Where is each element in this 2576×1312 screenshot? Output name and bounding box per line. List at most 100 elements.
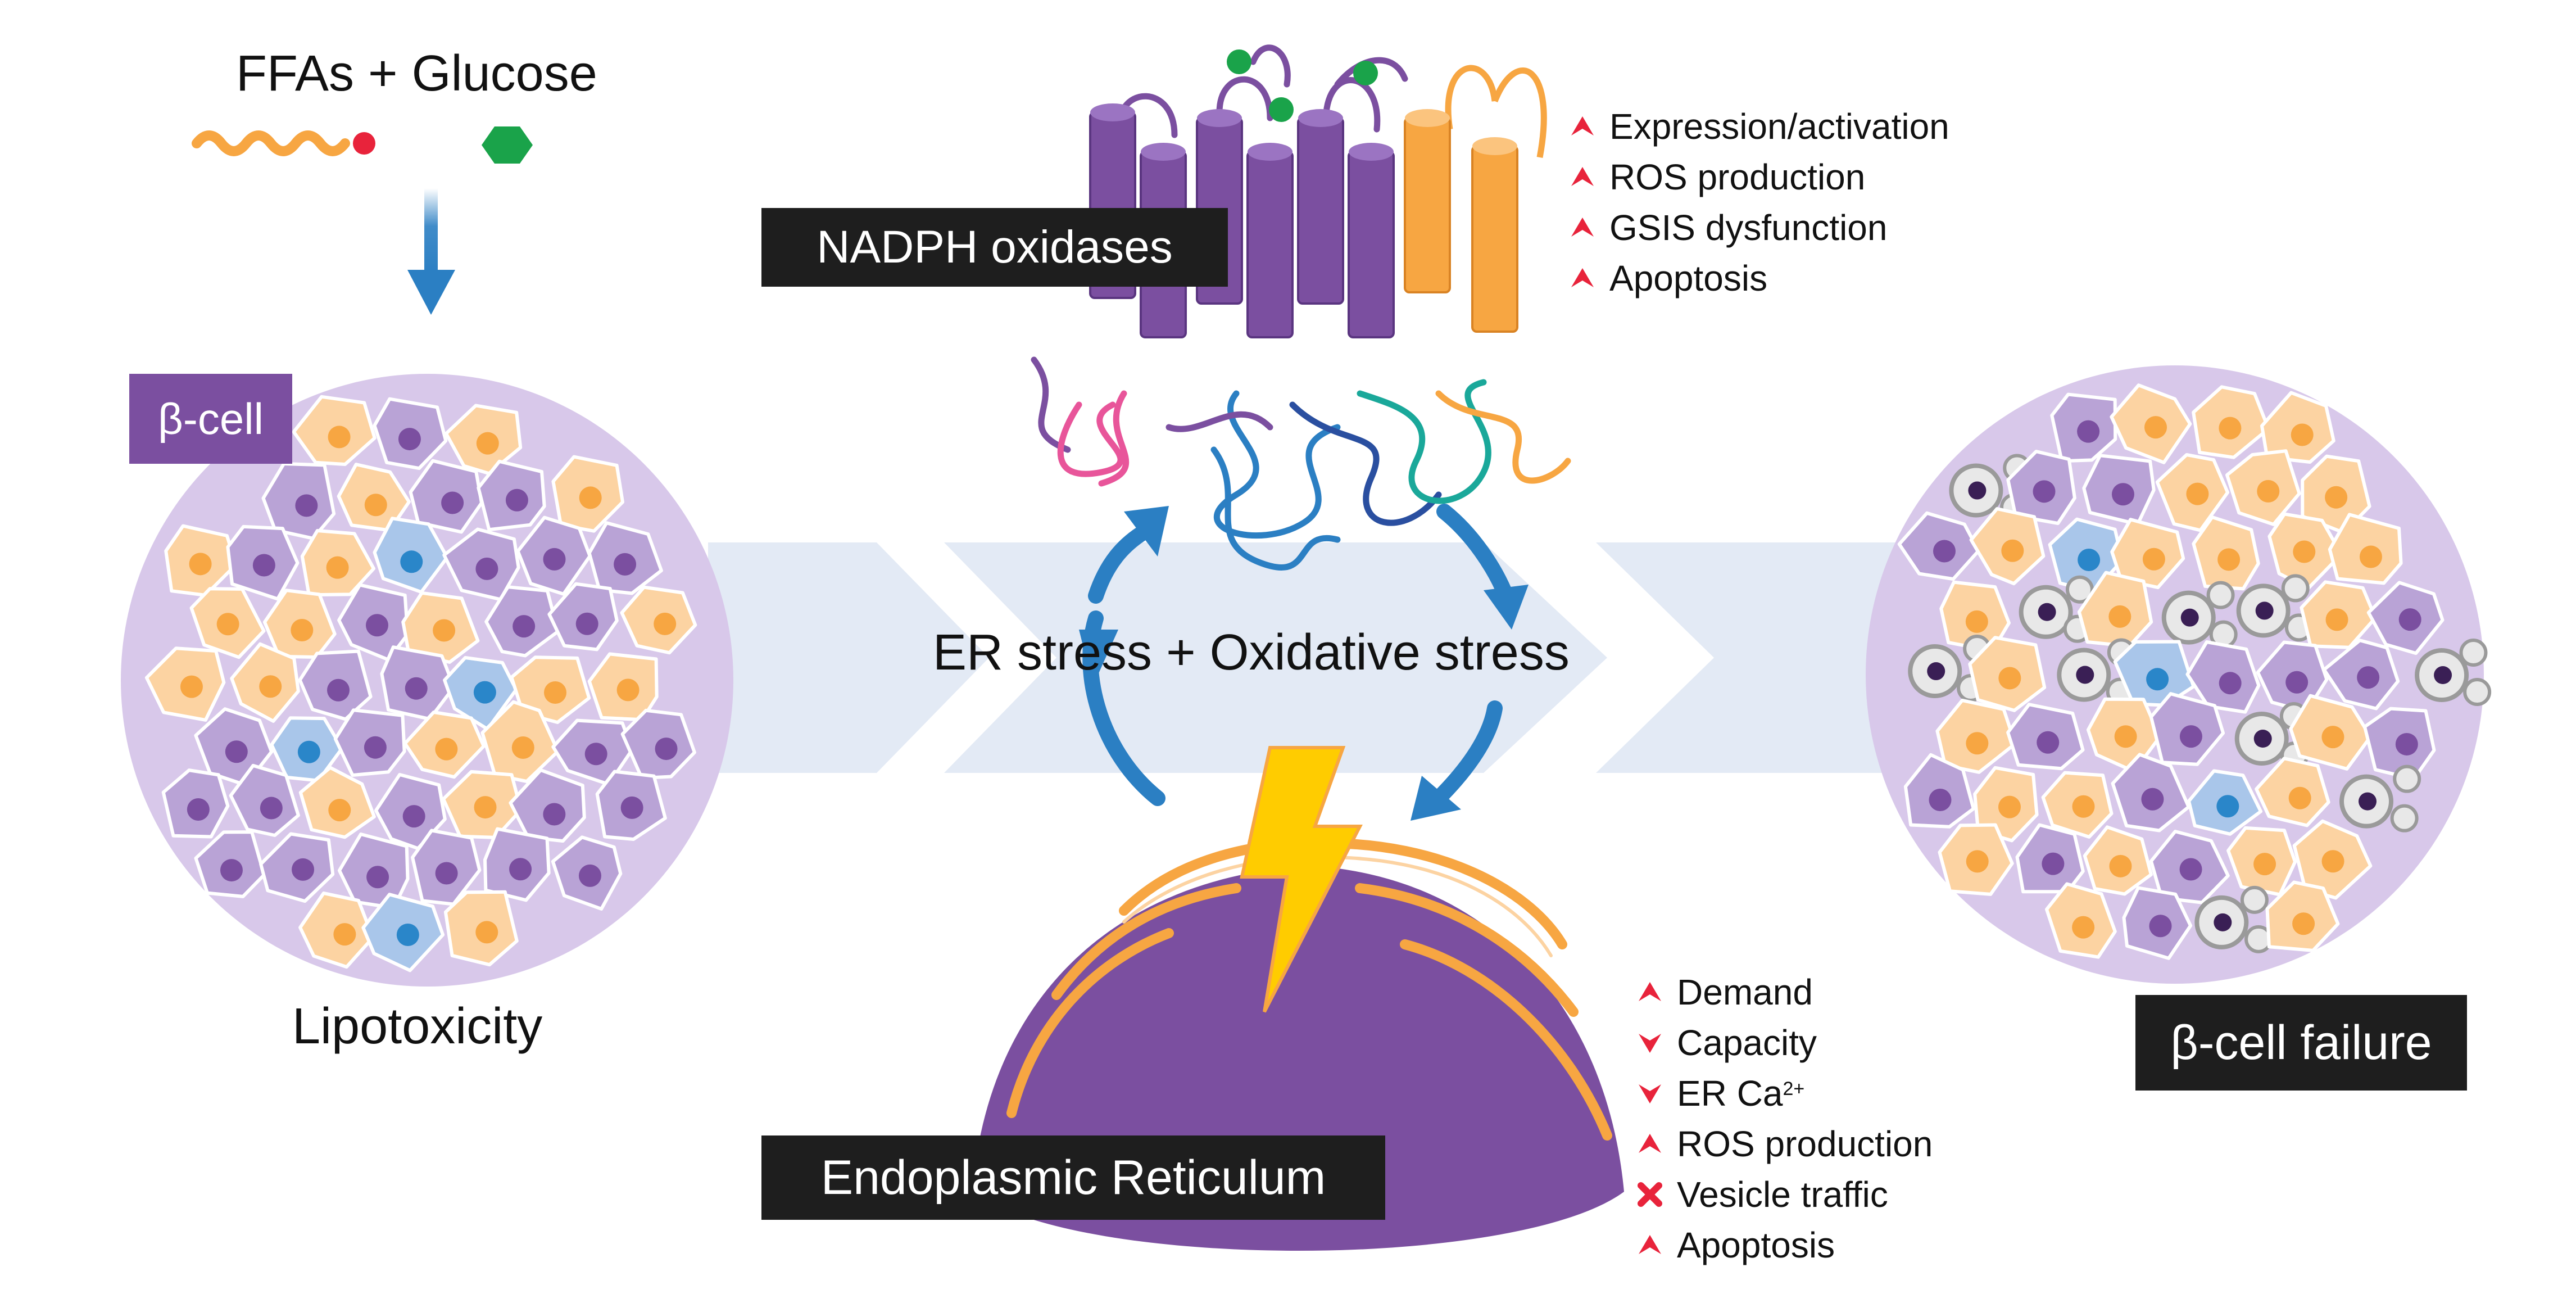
up-chevron-icon bbox=[1568, 162, 1597, 192]
effect-item: Apoptosis bbox=[1635, 1220, 1933, 1270]
nucleus bbox=[326, 556, 349, 579]
nucleus bbox=[474, 796, 497, 819]
nucleus bbox=[2325, 486, 2348, 509]
nucleus bbox=[1998, 795, 2021, 818]
condensed-nucleus bbox=[2214, 913, 2232, 931]
effect-item: ROS production bbox=[1635, 1119, 1933, 1169]
nucleus bbox=[1998, 667, 2021, 690]
nucleus bbox=[578, 864, 601, 887]
apoptotic-bleb bbox=[2393, 764, 2421, 793]
nucleus bbox=[1966, 732, 1989, 755]
nucleus bbox=[2141, 788, 2164, 811]
condensed-nucleus bbox=[2180, 608, 2199, 627]
lipotoxicity-label: Lipotoxicity bbox=[292, 998, 543, 1055]
nucleus bbox=[327, 678, 350, 702]
apoptotic-bleb bbox=[2281, 574, 2310, 603]
nucleus bbox=[509, 858, 532, 881]
nucleus bbox=[2072, 916, 2095, 939]
stress-cycle-arrows bbox=[1082, 504, 1514, 806]
nucleus bbox=[2219, 417, 2242, 440]
down-chevron-icon bbox=[1635, 1028, 1665, 1057]
nucleus bbox=[620, 796, 643, 819]
effect-item: Expression/activation bbox=[1568, 101, 1949, 152]
nucleus bbox=[2398, 608, 2421, 631]
nucleus bbox=[435, 738, 458, 761]
nucleus bbox=[2219, 672, 2242, 695]
nucleus bbox=[398, 428, 421, 451]
up-chevron-icon bbox=[1568, 112, 1597, 141]
nucleus bbox=[405, 677, 428, 700]
glucose-molecule-icon bbox=[482, 126, 533, 164]
nucleus bbox=[225, 740, 248, 763]
nucleus bbox=[2149, 915, 2172, 938]
nucleus bbox=[260, 797, 283, 820]
effect-text: ROS production bbox=[1609, 157, 1866, 197]
apoptotic-bleb bbox=[2065, 575, 2094, 604]
nucleus bbox=[433, 619, 456, 642]
nucleus bbox=[1933, 540, 1956, 563]
er-label: Endoplasmic Reticulum bbox=[761, 1135, 1385, 1220]
nucleus bbox=[2359, 545, 2382, 568]
nucleus bbox=[297, 740, 320, 763]
effect-item: Capacity bbox=[1635, 1017, 1933, 1068]
effect-text: Apoptosis bbox=[1677, 1225, 1835, 1265]
healthy-islet-illustration bbox=[121, 374, 733, 987]
nucleus bbox=[584, 743, 607, 766]
effect-text: Demand bbox=[1677, 972, 1813, 1012]
nucleus bbox=[291, 619, 314, 642]
nucleus bbox=[2321, 850, 2344, 873]
condensed-nucleus bbox=[2076, 666, 2094, 684]
nucleus bbox=[2144, 416, 2167, 439]
nucleus bbox=[2325, 608, 2348, 631]
beta-cell-failure-label: β-cell failure bbox=[2135, 995, 2467, 1091]
cross-icon bbox=[1635, 1180, 1665, 1209]
nucleus bbox=[2001, 539, 2024, 562]
ffa-molecule-icon bbox=[192, 130, 375, 156]
up-chevron-icon bbox=[1635, 1230, 1665, 1260]
effect-text: Expression/activation bbox=[1609, 106, 1949, 147]
nucleus bbox=[364, 736, 387, 759]
nucleus bbox=[295, 494, 318, 517]
nucleus bbox=[579, 486, 602, 509]
nucleus bbox=[2253, 853, 2276, 876]
nucleus bbox=[2395, 732, 2418, 755]
nucleus bbox=[654, 612, 677, 635]
condensed-nucleus bbox=[1927, 662, 1945, 681]
condensed-nucleus bbox=[1968, 481, 1987, 500]
nucleus bbox=[475, 557, 498, 580]
nucleus bbox=[2216, 795, 2239, 818]
nucleus bbox=[2142, 548, 2165, 571]
nadph-oxidases-label: NADPH oxidases bbox=[761, 208, 1228, 287]
nucleus bbox=[2179, 858, 2202, 881]
down-arrow-icon bbox=[407, 188, 455, 315]
down-chevron-icon bbox=[1635, 1079, 1665, 1108]
nucleus bbox=[655, 738, 678, 761]
nucleus bbox=[364, 494, 387, 517]
nucleus bbox=[543, 548, 566, 571]
nucleus bbox=[400, 550, 423, 573]
nucleus bbox=[2072, 795, 2095, 818]
effect-text: Apoptosis bbox=[1609, 258, 1768, 298]
effect-text: GSIS dysfunction bbox=[1609, 207, 1888, 248]
apoptotic-bleb bbox=[2463, 678, 2492, 707]
effect-text: ROS production bbox=[1677, 1124, 1933, 1164]
nucleus bbox=[292, 858, 315, 881]
stress-cycle-arrowheads bbox=[1079, 506, 1529, 821]
nucleus bbox=[2285, 671, 2309, 694]
nucleus bbox=[543, 803, 566, 826]
nucleus bbox=[2146, 668, 2169, 691]
condensed-nucleus bbox=[2038, 603, 2056, 621]
nucleus bbox=[2293, 540, 2316, 563]
nucleus bbox=[475, 921, 498, 944]
nucleus bbox=[328, 426, 351, 449]
condensed-nucleus bbox=[2255, 601, 2274, 620]
nucleus bbox=[2292, 912, 2315, 935]
apoptotic-bleb bbox=[2206, 581, 2235, 609]
nucleus bbox=[2077, 420, 2100, 443]
nucleus bbox=[2257, 479, 2280, 503]
nucleus bbox=[441, 491, 464, 514]
nucleus bbox=[216, 613, 239, 636]
nucleus bbox=[616, 678, 640, 702]
